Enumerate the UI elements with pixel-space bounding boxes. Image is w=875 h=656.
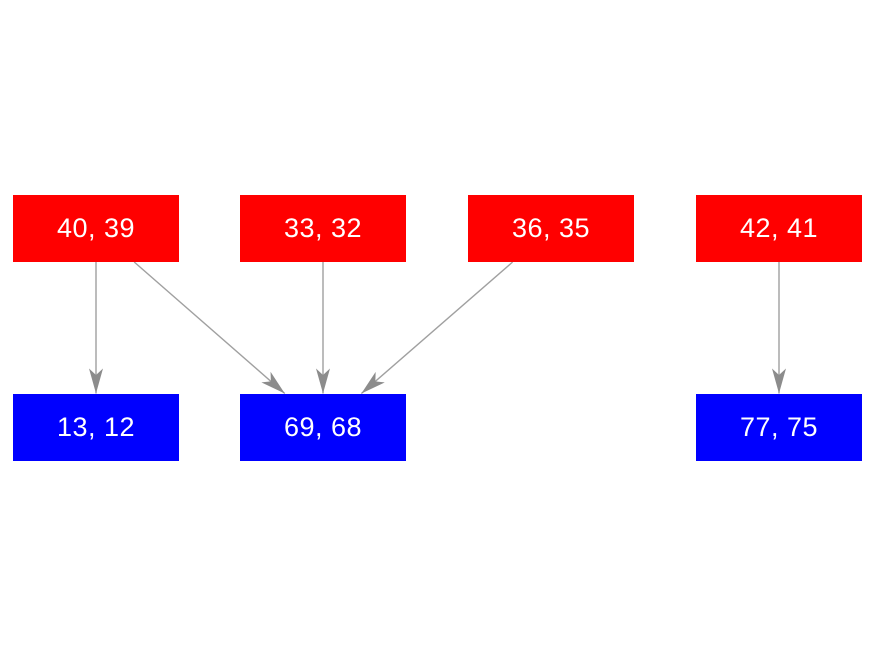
- edge-arrow-r1-b2: [133, 261, 286, 395]
- edge-arrow-r3-b2: [360, 261, 514, 395]
- node-blue-77-75: 77, 75: [696, 394, 862, 461]
- node-label: 69, 68: [283, 412, 363, 442]
- node-label: 40, 39: [56, 213, 136, 243]
- node-red-40-39: 40, 39: [13, 195, 179, 262]
- node-red-36-35: 36, 35: [468, 195, 634, 262]
- node-label: 77, 75: [739, 412, 819, 442]
- node-red-42-41: 42, 41: [696, 195, 862, 262]
- node-label: 33, 32: [283, 213, 363, 243]
- node-blue-69-68: 69, 68: [240, 394, 406, 461]
- node-label: 13, 12: [56, 412, 136, 442]
- node-blue-13-12: 13, 12: [13, 394, 179, 461]
- node-label: 42, 41: [739, 213, 819, 243]
- node-red-33-32: 33, 32: [240, 195, 406, 262]
- node-label: 36, 35: [511, 213, 591, 243]
